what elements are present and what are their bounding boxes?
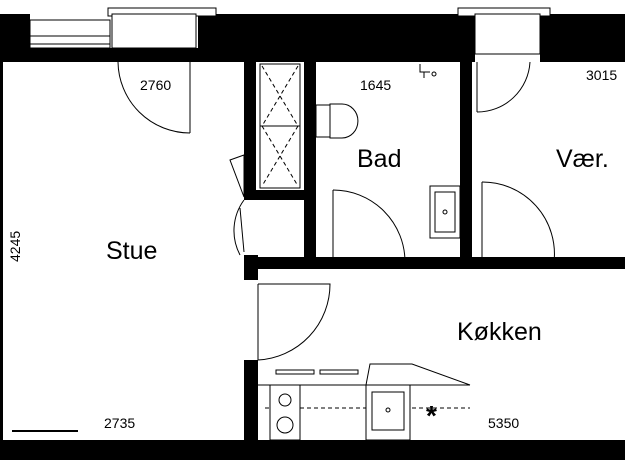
closet-diag-4 — [261, 125, 299, 187]
door-vaer-top-arc — [476, 61, 531, 113]
window-top-right-inner — [474, 13, 541, 55]
wall-under-closet — [244, 190, 316, 200]
dim-vaer: 3015 — [586, 67, 617, 83]
wall-stue-closet — [244, 62, 256, 197]
wall-stue-kitchen-lower — [244, 360, 258, 460]
door-bad-arc — [332, 189, 406, 263]
asterisk-symbol: * — [426, 400, 437, 431]
door-closet-lower-arc — [233, 199, 245, 256]
stove — [269, 384, 301, 441]
top-wall-left — [0, 14, 30, 62]
bath-fixtures — [315, 64, 461, 239]
kitchen-fixtures — [12, 363, 471, 441]
closet-diag-3 — [261, 125, 299, 187]
windows — [29, 7, 551, 55]
kitchen-sink-drain — [385, 407, 391, 413]
room-label-vaer: Vær. — [556, 145, 609, 173]
bath-sink-inner — [434, 191, 456, 233]
closet-diag-2 — [261, 65, 299, 127]
toilet-bowl — [329, 103, 359, 139]
toilet-tank — [315, 104, 331, 138]
stove-burner-2 — [276, 416, 294, 434]
left-wall — [0, 62, 3, 440]
room-label-stue: Stue — [106, 237, 157, 265]
dim-kokken: 5350 — [488, 415, 519, 431]
shower-tap — [419, 64, 430, 78]
door-closet-leaf — [239, 207, 245, 253]
room-label-kokken: Køkken — [457, 318, 542, 346]
door-stue-arc — [117, 61, 191, 134]
top-wall-right — [540, 14, 625, 62]
walls — [0, 14, 625, 460]
window-stue-sill — [29, 35, 111, 45]
stove-burner-1 — [278, 393, 292, 407]
dim-bad: 1645 — [360, 77, 391, 93]
kitchen-sink-inner — [371, 391, 405, 431]
stue-top-lintel — [30, 48, 198, 62]
dim-stue-height: 4245 — [7, 231, 23, 262]
door-kitchen-arc — [257, 283, 331, 361]
wall-closet-bad — [304, 62, 316, 267]
top-wall-mid — [198, 14, 475, 62]
hood-1 — [275, 369, 315, 375]
shower-head — [431, 71, 437, 77]
doors — [117, 61, 555, 361]
counter-corner — [365, 363, 471, 386]
stue-floor-marker — [12, 430, 78, 432]
dim-stue-bottom: 2735 — [104, 415, 135, 431]
wall-kitchen-top — [258, 257, 625, 269]
window-top-left-inner — [111, 13, 197, 49]
closet — [259, 63, 301, 189]
door-vaer-arc — [481, 181, 555, 263]
hood-2 — [319, 369, 359, 375]
dim-stue-top: 2760 — [140, 77, 171, 93]
closet-diag-1 — [261, 65, 299, 127]
wall-bad-vaer — [460, 62, 472, 267]
wall-stue-kitchen-upper — [244, 255, 258, 280]
room-label-bad: Bad — [357, 145, 401, 173]
bath-sink-drain — [442, 209, 448, 215]
bottom-wall — [0, 440, 625, 460]
door-closet-arc — [229, 154, 245, 198]
